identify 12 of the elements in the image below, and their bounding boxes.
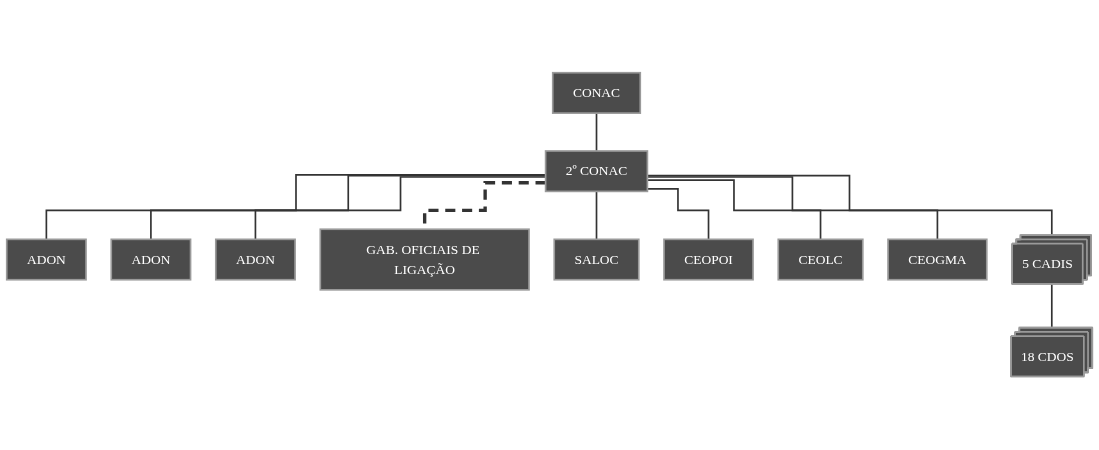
node-box: ADON: [110, 238, 192, 281]
node-box: CONAC: [551, 72, 642, 115]
node-box: 2º CONAC: [544, 150, 649, 193]
node-box: CEOGMA: [887, 238, 988, 281]
node-box: ADON: [5, 238, 87, 281]
node-box: SALOC: [553, 238, 640, 281]
node-box: GAB. OFICIAIS DE LIGAÇÃO: [319, 228, 530, 292]
node-box: CEOPOI: [663, 238, 754, 281]
connector: [595, 112, 598, 153]
node-box: ADON: [214, 238, 296, 281]
node-box: CEOLC: [777, 238, 864, 281]
connector: [595, 190, 598, 241]
